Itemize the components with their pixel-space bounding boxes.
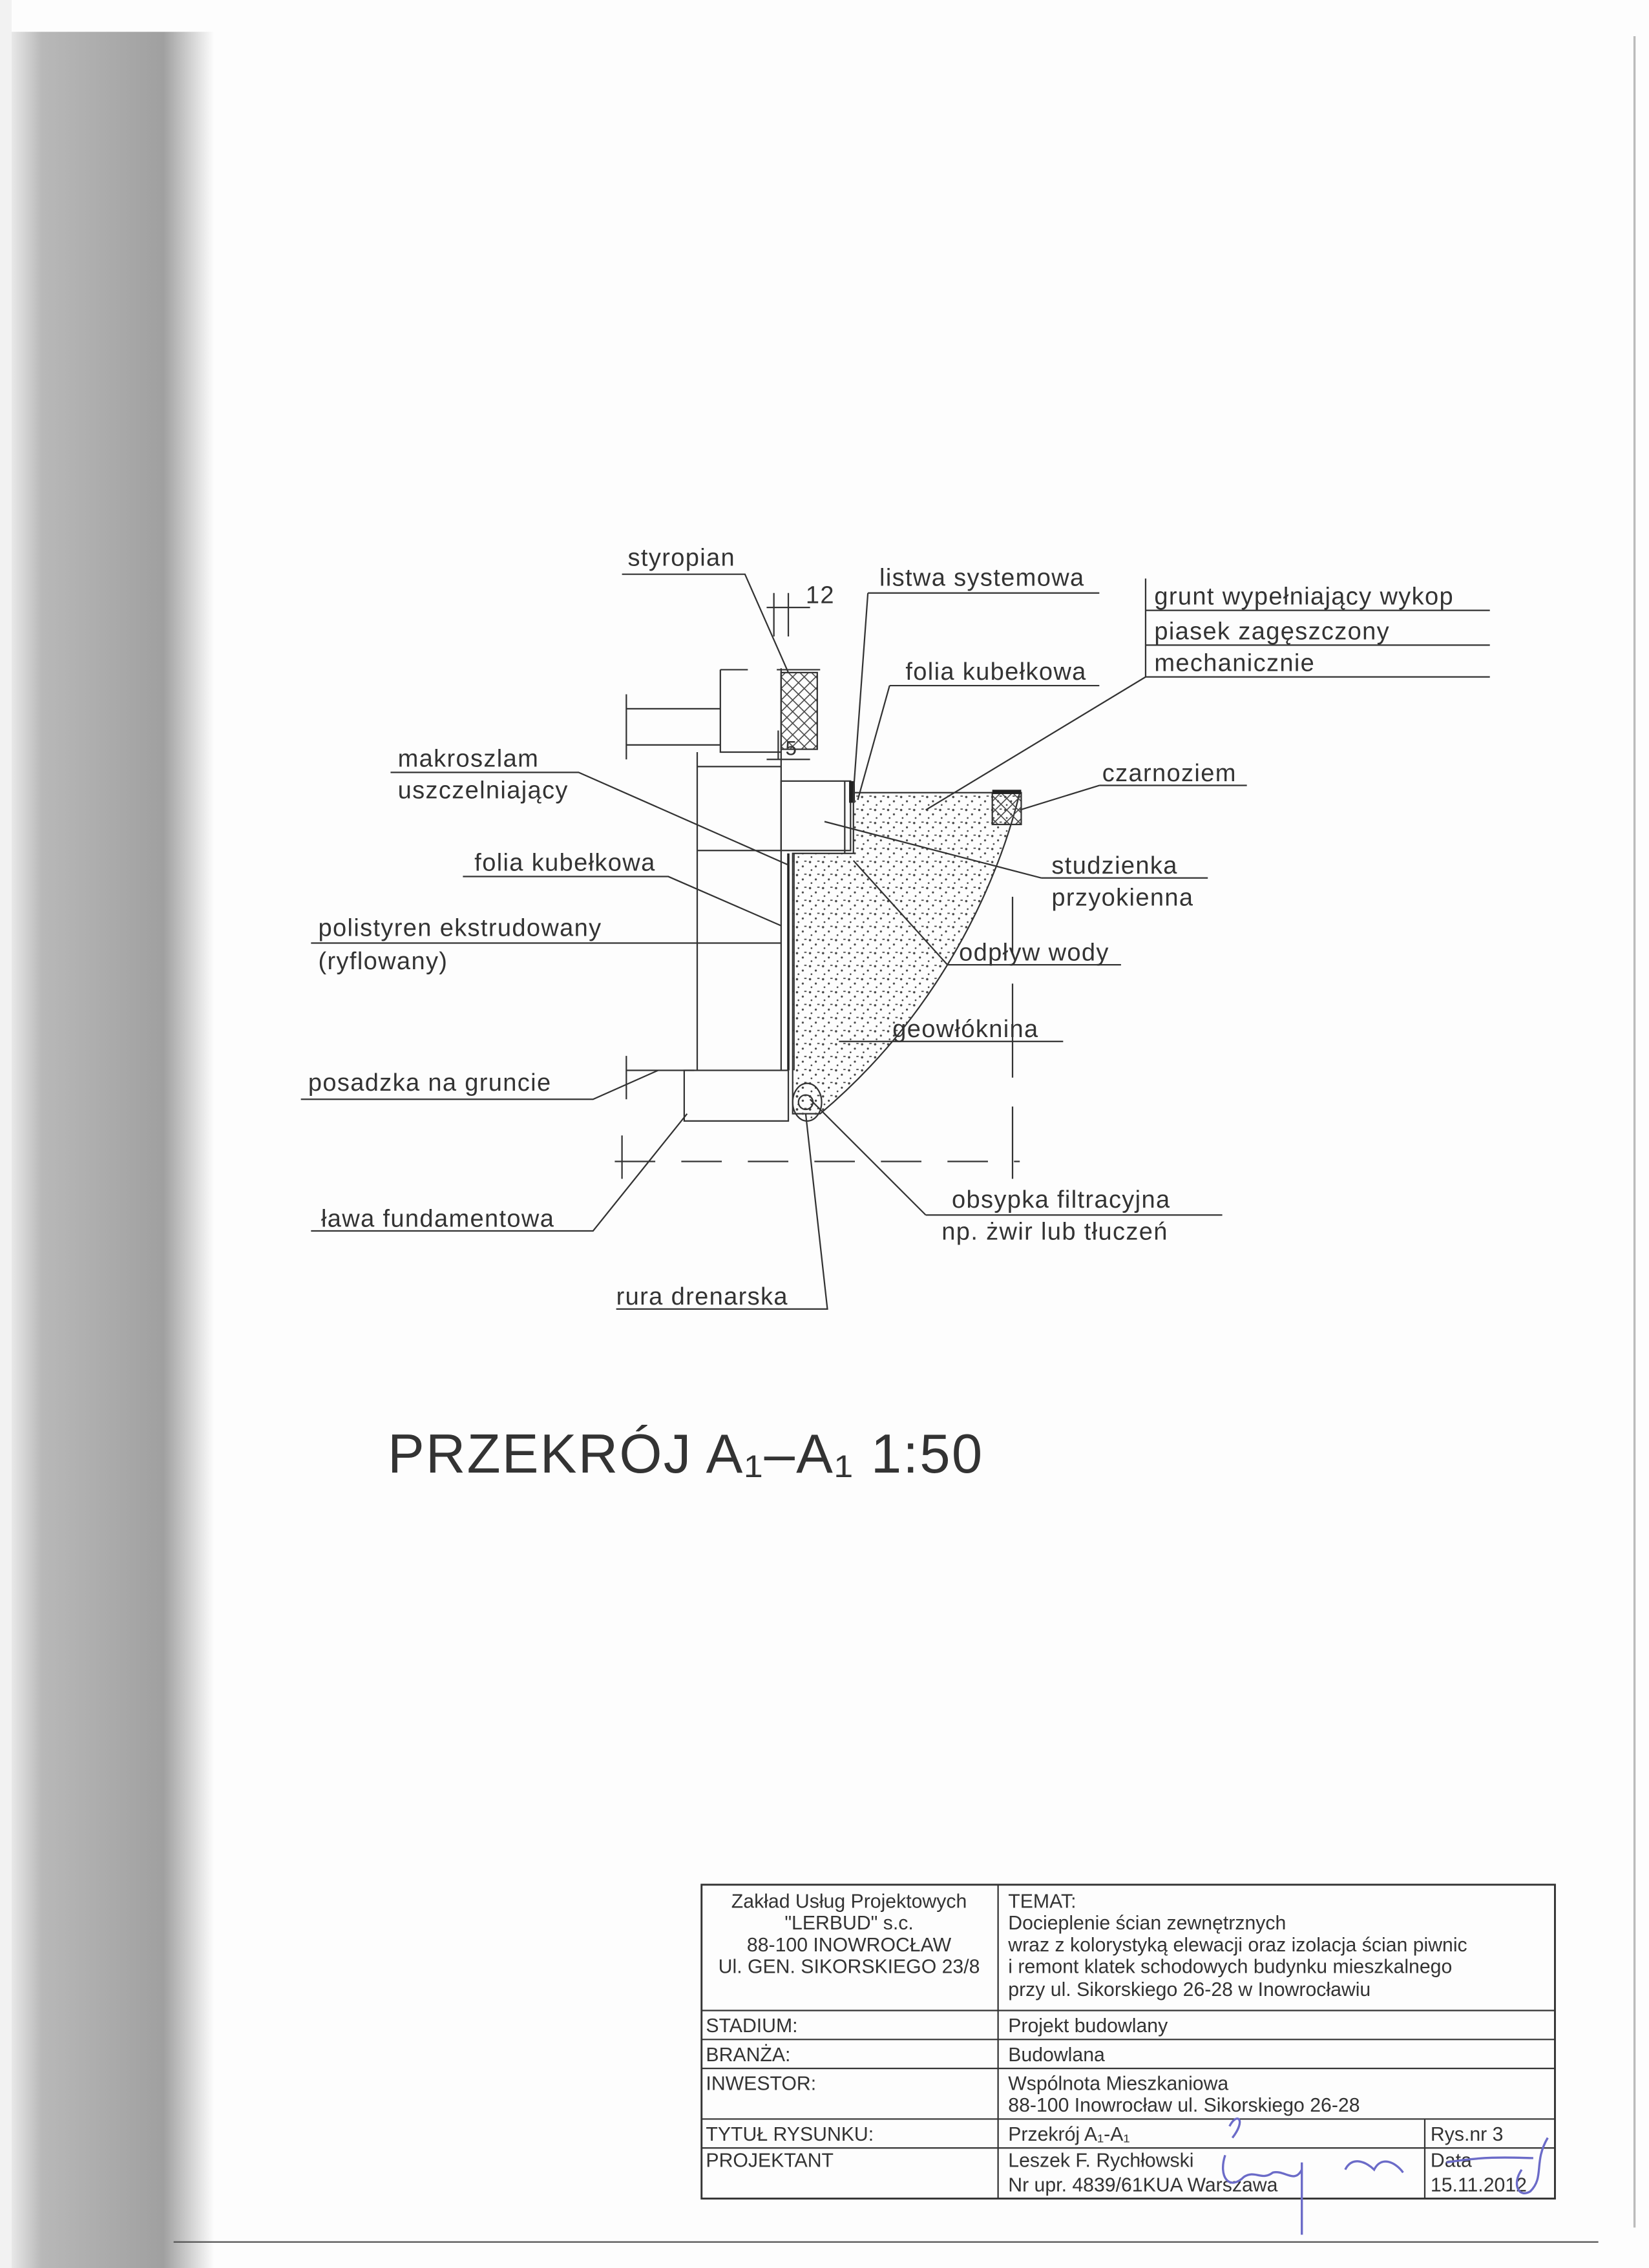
company-line: "LERBUD" s.c. [784,1913,913,1934]
inwestor-label: INWESTOR: [706,2074,816,2095]
label-grunt-3: mechanicznie [1154,650,1315,677]
label-polistyren-1: polistyren ekstrudowany [319,914,602,941]
scan-shadow [11,32,215,2268]
inwestor-line: 88-100 Inowrocław ul. Sikorskiego 26-28 [1008,2095,1360,2116]
styrofoam-insulation [780,671,818,750]
stadium-label: STADIUM: [706,2015,797,2037]
label-folia-left: folia kubełkowa [474,850,655,877]
label-folia-top: folia kubełkowa [905,658,1086,686]
data-value: 15.11.2012 [1431,2174,1527,2196]
construction-section [614,593,1022,1179]
temat-line: i remont klatek schodowych budynku miesz… [1008,1956,1452,1977]
label-czarnoziem: czarnoziem [1102,760,1237,787]
label-listwa: listwa systemowa [879,565,1085,592]
signature [1221,2117,1549,2235]
label-posadzka: posadzka na gruncie [308,1069,552,1097]
drawing-title: PRZEKRÓJ A₁–A₁ 1:50 [388,1423,983,1485]
label-polistyren-2: (ryflowany) [319,948,448,975]
company-line: Ul. GEN. SIKORSKIEGO 23/8 [719,1956,980,1977]
label-rura: rura drenarska [616,1283,788,1310]
title-block: Zakład Usług Projektowych "LERBUD" s.c. … [700,1884,1556,2235]
label-lawa: ława fundamentowa [321,1205,554,1232]
label-obsypka-2: np. żwir lub tłuczeń [941,1218,1168,1245]
dim-12: 12 [806,582,835,609]
branza-value: Budowlana [1008,2044,1105,2066]
stadium-value: Projekt budowlany [1008,2015,1168,2037]
temat-label: TEMAT: [1008,1891,1076,1913]
label-geowloknina: geowłóknina [892,1016,1038,1043]
rys-nr: Rys.nr 3 [1431,2124,1504,2145]
projektant-line: Nr upr. 4839/61KUA Warszawa [1008,2174,1277,2196]
company-line: Zakład Usług Projektowych [731,1891,967,1913]
projektant-label: PROJEKTANT [706,2150,834,2171]
callouts [300,573,1490,1310]
label-obsypka-1: obsypka filtracyjna [952,1186,1171,1213]
tytul-label: TYTUŁ RYSUNKU: [706,2124,874,2145]
topsoil [991,792,1022,826]
projektant-line: Leszek F. Rychłowski [1008,2150,1193,2171]
label-makroszlam-2: uszczelniający [398,777,569,804]
label-makroszlam-1: makroszlam [398,745,539,772]
inwestor-line: Wspólnota Mieszkaniowa [1008,2074,1228,2095]
foundation-footing [683,1069,790,1122]
temat-line: przy ul. Sikorskiego 26-28 w Inowrocławi… [1008,1979,1371,2000]
label-styropian: styropian [628,544,735,571]
backfill-sand [792,792,1021,1115]
label-grunt-2: piasek zagęszczony [1154,618,1390,645]
label-studzienka-1: studzienka [1051,852,1177,879]
company-line: 88-100 INOWROCŁAW [747,1935,952,1956]
temat-line: Docieplenie ścian zewnętrznych [1008,1913,1286,1934]
window-well [780,780,852,852]
temat-line: wraz z kolorystyką elewacji oraz izolacj… [1007,1935,1467,1956]
dim-5: 5 [786,737,798,760]
scan-edge [0,0,12,2268]
label-grunt-1: grunt wypełniający wykop [1154,583,1454,611]
label-odplyw: odpływ wody [959,939,1109,966]
tytul-value: Przekrój A₁-A₁ [1008,2124,1129,2145]
label-studzienka-2: przyokienna [1051,884,1193,911]
branza-label: BRANŻA: [706,2044,790,2066]
